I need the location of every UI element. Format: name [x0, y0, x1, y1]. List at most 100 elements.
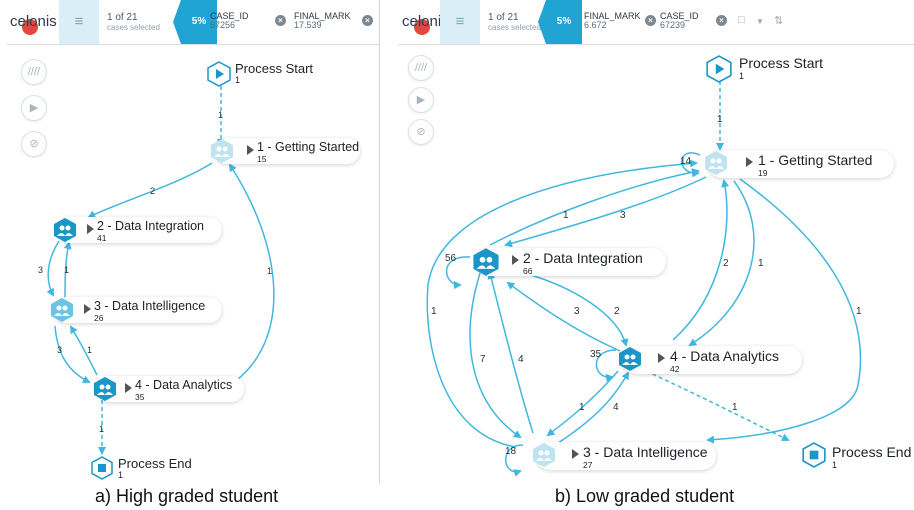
- edge-label: 4: [518, 354, 524, 365]
- caption-a: a) High graded student: [95, 486, 279, 506]
- edge-gs-da: [688, 180, 755, 347]
- chevron-down-icon[interactable]: ▼: [756, 17, 764, 26]
- self-loop-di: [445, 256, 471, 289]
- expand-icon[interactable]: [84, 304, 91, 314]
- process-start-icon: [706, 55, 732, 83]
- edge-da-gs: [672, 179, 730, 341]
- node-getting-started[interactable]: 1 - Getting Started 15: [211, 138, 360, 164]
- loop-count-data-analytics: 35: [590, 349, 602, 360]
- menu-button[interactable]: ≡: [440, 0, 480, 44]
- process-end-node[interactable]: Process End 1: [91, 456, 192, 484]
- selection-tool-icon[interactable]: □: [738, 14, 745, 26]
- edge-dint-da: [557, 371, 629, 444]
- logo-mark-icon: [414, 19, 430, 35]
- expand-icon[interactable]: [746, 157, 753, 167]
- self-loop-da: [595, 349, 617, 382]
- edge-da-di: [506, 281, 621, 352]
- edge-dint-da: [54, 325, 91, 383]
- edge-label: 4: [613, 402, 619, 413]
- process-end-node[interactable]: Process End 1: [802, 442, 911, 473]
- activity-icon: [211, 139, 233, 163]
- edge-label: 1: [431, 306, 437, 317]
- edge-label: 1: [563, 210, 569, 221]
- process-start-icon: [207, 61, 231, 87]
- edge-da-gs: [228, 163, 275, 381]
- node-data-integration[interactable]: 2 - Data Integration 66: [473, 248, 666, 276]
- expand-icon[interactable]: [87, 224, 94, 234]
- logo-mark-icon: [22, 19, 38, 35]
- activity-icon: [94, 377, 116, 401]
- loop-count-getting-started: 14: [680, 156, 692, 167]
- expand-icon[interactable]: [247, 145, 254, 155]
- edge-label: 3: [620, 210, 626, 221]
- edge-da-dint: [69, 325, 98, 376]
- edge-da-end: [645, 370, 790, 441]
- edges-a: 1 2 3 1 3 1 1 1: [38, 86, 275, 455]
- frequency-tool-icon[interactable]: ////: [408, 55, 434, 81]
- remove-filter-icon[interactable]: ×: [716, 15, 727, 26]
- remove-filter-icon[interactable]: ×: [362, 15, 373, 26]
- edge-dint-di: [487, 271, 534, 434]
- node-data-intelligence[interactable]: 3 - Data Intelligence 27: [533, 442, 716, 470]
- edge-dint-di: [63, 241, 72, 301]
- hide-icon[interactable]: ⊘: [21, 131, 47, 157]
- edge-label: 2: [614, 306, 620, 317]
- process-start-node[interactable]: Process Start 1: [207, 61, 313, 92]
- activity-icon: [51, 298, 73, 322]
- remove-filter-icon[interactable]: ×: [275, 15, 286, 26]
- process-map-canvas[interactable]: //// ▶ ⊘ 1 2 3 1: [7, 45, 379, 484]
- hide-icon[interactable]: ⊘: [408, 119, 434, 145]
- edge-label: 2: [723, 258, 729, 269]
- edge-label: 1: [64, 265, 69, 275]
- node-data-integration[interactable]: 2 - Data Integration 41: [54, 217, 222, 243]
- activity-icon: [473, 248, 499, 276]
- edge-di-gs: [489, 168, 700, 246]
- edge-label: 2: [150, 186, 155, 196]
- edge-gs-di: [87, 162, 213, 218]
- edge-dint-gs: [426, 159, 698, 448]
- process-start-node[interactable]: Process Start 1: [706, 55, 823, 88]
- selection-percent: 5%: [538, 0, 582, 44]
- edges-b: 1 1 3 2 1 1 1 3 2 7 4 1 4 1: [426, 81, 862, 477]
- edge-gs-di: [504, 176, 707, 248]
- expand-icon[interactable]: [125, 383, 132, 393]
- process-map-canvas[interactable]: //// ▶ ⊘: [398, 45, 914, 484]
- menu-button[interactable]: ≡: [59, 0, 99, 44]
- frequency-tool-icon[interactable]: ////: [21, 59, 47, 85]
- edge-label: 1: [218, 110, 223, 120]
- edge-di-dint: [469, 272, 522, 439]
- edge-label: 1: [717, 114, 723, 125]
- play-icon[interactable]: ▶: [408, 87, 434, 113]
- expand-icon[interactable]: [572, 449, 579, 459]
- process-end-icon: [91, 456, 113, 480]
- celonis-logo: celonis: [10, 13, 57, 35]
- expand-icon[interactable]: [658, 353, 665, 363]
- node-getting-started[interactable]: 1 - Getting Started 19: [705, 150, 894, 178]
- edge-label: 1: [87, 345, 92, 355]
- loop-count-data-intelligence: 18: [505, 446, 517, 457]
- node-data-analytics[interactable]: 4 - Data Analytics 42: [619, 346, 802, 374]
- loop-count-data-integration: 56: [445, 253, 457, 264]
- edge-label: 3: [38, 265, 43, 275]
- play-icon[interactable]: ▶: [21, 95, 47, 121]
- edge-label: 1: [732, 402, 738, 413]
- remove-filter-icon[interactable]: ×: [645, 15, 656, 26]
- expand-icon[interactable]: [512, 255, 519, 265]
- layout-tool-icon[interactable]: ⇅: [774, 15, 784, 27]
- edge-label: 1: [99, 424, 104, 434]
- process-end-icon: [802, 442, 826, 468]
- node-data-intelligence[interactable]: 3 - Data Intelligence 26: [51, 297, 222, 323]
- activity-icon: [533, 443, 555, 467]
- activity-icon: [619, 347, 641, 371]
- node-data-analytics[interactable]: 4 - Data Analytics 35: [94, 376, 244, 402]
